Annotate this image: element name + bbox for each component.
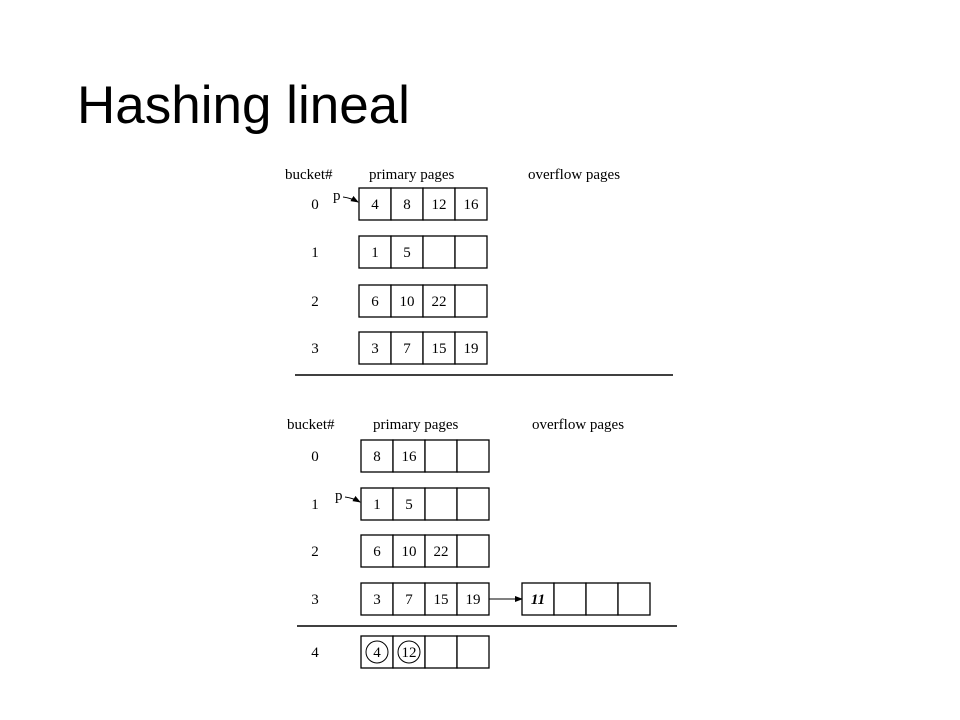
header-overflow-pages: overflow pages bbox=[528, 167, 620, 183]
next-pointer-label: p bbox=[333, 188, 341, 204]
primary-page-slot bbox=[360, 582, 394, 616]
slot-value: 22 bbox=[434, 544, 449, 560]
moved-entry-circle bbox=[397, 640, 421, 664]
primary-page-slot bbox=[456, 635, 490, 669]
primary-page-slot bbox=[390, 187, 424, 221]
slot-value: 6 bbox=[373, 544, 381, 560]
primary-page-slot bbox=[454, 187, 488, 221]
overflow-page-slot bbox=[585, 582, 619, 616]
primary-page-slot bbox=[360, 534, 394, 568]
bucket-number: 1 bbox=[311, 245, 319, 261]
primary-page-slot bbox=[392, 534, 426, 568]
next-pointer-arrow bbox=[342, 195, 359, 203]
slot-value: 19 bbox=[466, 592, 481, 608]
slot-value: 4 bbox=[373, 645, 381, 661]
slot-value: 7 bbox=[405, 592, 413, 608]
overflow-page-slot bbox=[553, 582, 587, 616]
bucket-number: 2 bbox=[311, 294, 319, 310]
primary-page-slot bbox=[358, 331, 392, 365]
moved-entry-circle bbox=[365, 640, 389, 664]
overflow-page-slot bbox=[617, 582, 651, 616]
next-pointer-arrow bbox=[344, 495, 361, 503]
primary-page-slot bbox=[390, 331, 424, 365]
slot-value: 4 bbox=[371, 197, 379, 213]
primary-page-slot bbox=[424, 487, 458, 521]
slot-value: 1 bbox=[371, 245, 379, 261]
primary-page-slot bbox=[422, 331, 456, 365]
slot-value: 8 bbox=[373, 449, 381, 465]
next-pointer-label: p bbox=[335, 488, 343, 504]
slot-value: 3 bbox=[373, 592, 381, 608]
primary-page-slot bbox=[392, 582, 426, 616]
header-primary-pages: primary pages bbox=[373, 417, 459, 433]
slot-value: 3 bbox=[371, 341, 379, 357]
primary-page-slot bbox=[422, 235, 456, 269]
slot-value: 22 bbox=[432, 294, 447, 310]
slide-title: Hashing lineal bbox=[77, 76, 410, 135]
header-bucket-number: bucket# bbox=[287, 417, 335, 433]
primary-page-slot bbox=[456, 487, 490, 521]
header-bucket-number: bucket# bbox=[285, 167, 333, 183]
bucket-number: 0 bbox=[311, 197, 319, 213]
primary-page-slot bbox=[454, 235, 488, 269]
slot-value: 12 bbox=[432, 197, 447, 213]
slot-value: 7 bbox=[403, 341, 411, 357]
overflow-slot-value: 11 bbox=[531, 592, 545, 608]
primary-page-slot bbox=[390, 235, 424, 269]
bucket-number: 3 bbox=[311, 341, 319, 357]
slot-value: 16 bbox=[402, 449, 418, 465]
slot-value: 15 bbox=[432, 341, 447, 357]
bucket-number: 4 bbox=[311, 645, 319, 661]
primary-page-slot bbox=[358, 235, 392, 269]
header-overflow-pages: overflow pages bbox=[532, 417, 624, 433]
header-primary-pages: primary pages bbox=[369, 167, 455, 183]
slot-value: 5 bbox=[403, 245, 411, 261]
slot-value: 15 bbox=[434, 592, 449, 608]
slot-value: 10 bbox=[400, 294, 415, 310]
primary-page-slot bbox=[422, 187, 456, 221]
primary-page-slot bbox=[390, 284, 424, 318]
primary-page-slot bbox=[456, 439, 490, 473]
slot-value: 16 bbox=[464, 197, 480, 213]
primary-page-slot bbox=[456, 534, 490, 568]
bucket-number: 0 bbox=[311, 449, 319, 465]
primary-page-slot bbox=[454, 284, 488, 318]
slot-value: 1 bbox=[373, 497, 381, 513]
slot-value: 12 bbox=[402, 645, 417, 661]
slot-value: 5 bbox=[405, 497, 413, 513]
bucket-number: 3 bbox=[311, 592, 319, 608]
primary-page-slot bbox=[456, 582, 490, 616]
slot-value: 8 bbox=[403, 197, 411, 213]
bucket-number: 1 bbox=[311, 497, 319, 513]
primary-page-slot bbox=[358, 187, 392, 221]
primary-page-slot bbox=[424, 635, 458, 669]
primary-page-slot bbox=[424, 439, 458, 473]
bucket-number: 2 bbox=[311, 544, 319, 560]
slot-value: 10 bbox=[402, 544, 417, 560]
slot-value: 19 bbox=[464, 341, 479, 357]
primary-page-slot bbox=[454, 331, 488, 365]
slot-value: 6 bbox=[371, 294, 379, 310]
